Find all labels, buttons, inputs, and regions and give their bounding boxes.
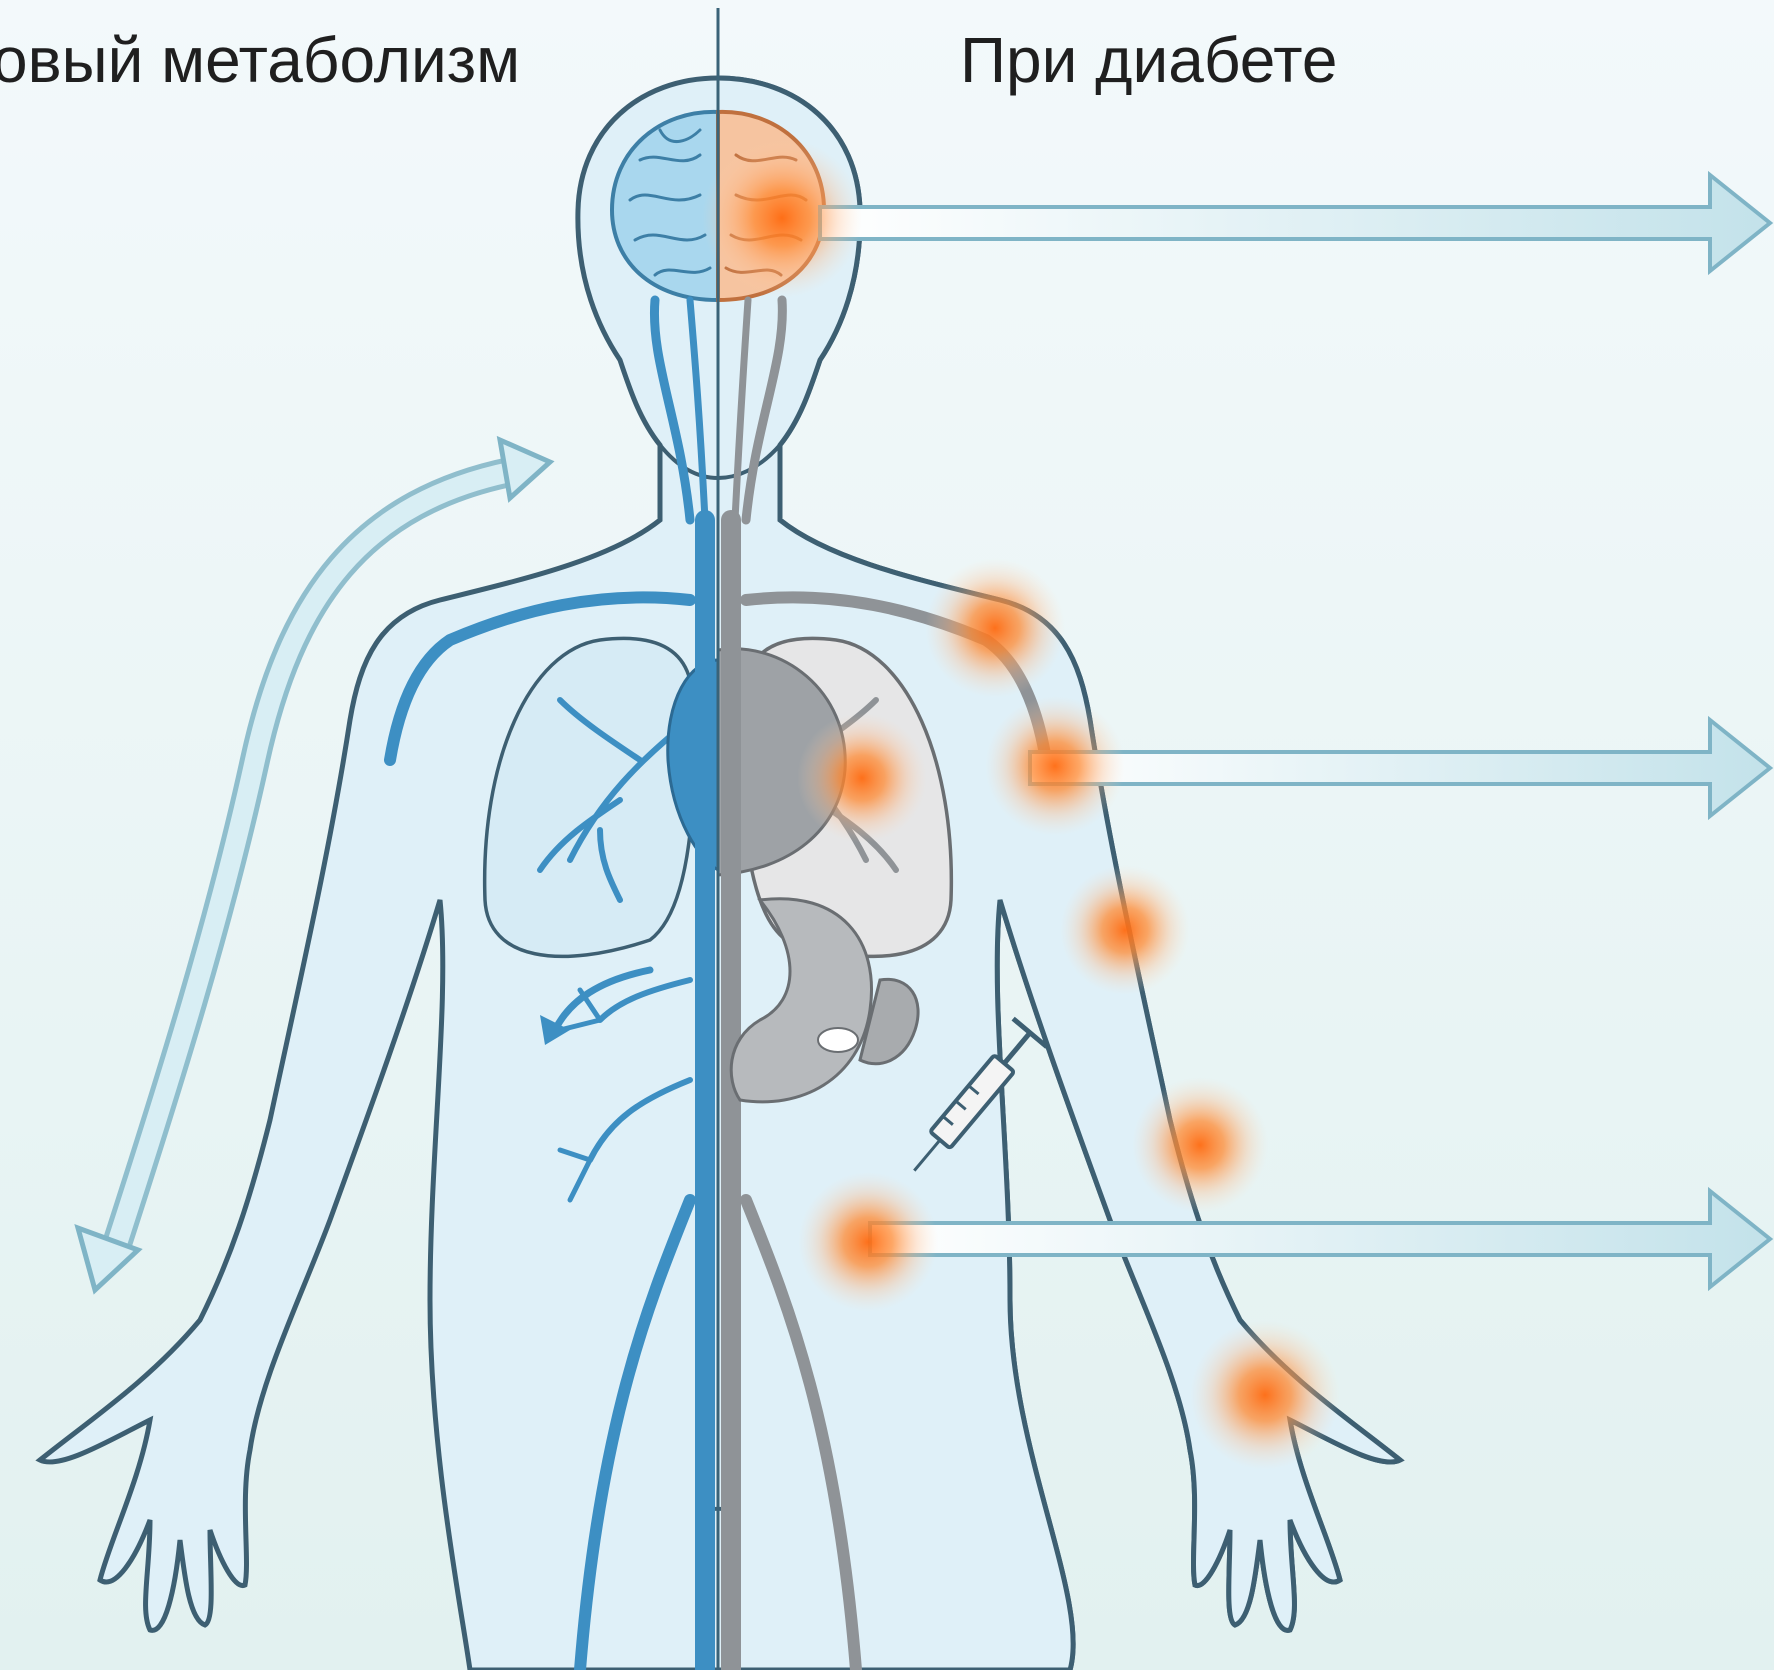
- hotspot-brain: [702, 138, 862, 298]
- hotspot-abdomen: [798, 1172, 938, 1312]
- hotspot-shoulder: [925, 558, 1065, 698]
- hotspot-forearm: [1132, 1077, 1268, 1213]
- heading-left: овый метаболизм: [0, 22, 520, 98]
- heading-right: При диабете: [960, 22, 1337, 98]
- hotspot-elbow: [1060, 865, 1190, 995]
- hotspot-upper-arm: [985, 696, 1125, 836]
- hotspot-heart: [797, 713, 927, 843]
- hotspot-hand: [1190, 1320, 1340, 1470]
